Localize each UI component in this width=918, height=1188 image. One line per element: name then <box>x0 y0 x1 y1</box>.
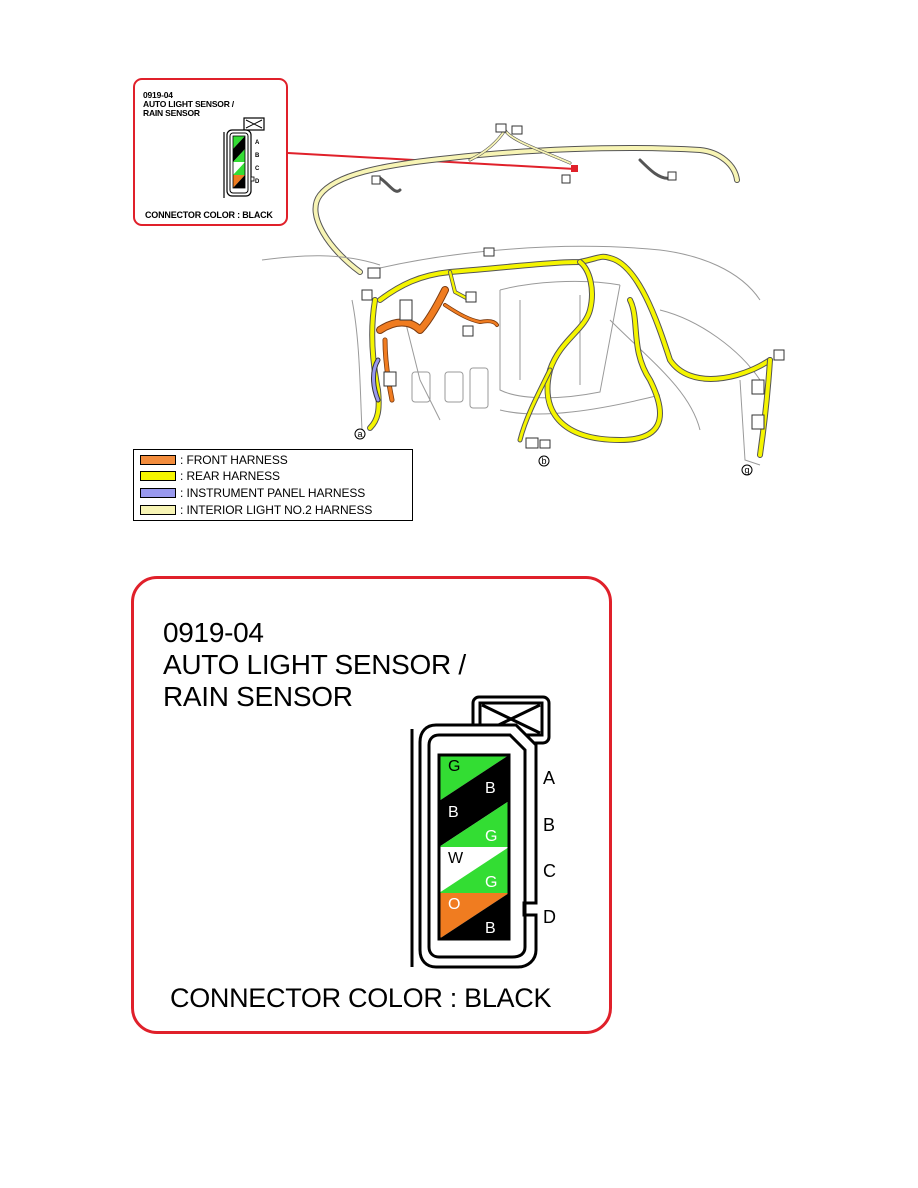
pin-b-bottom-color <box>439 801 509 847</box>
pin-c-letter: C <box>543 861 556 881</box>
marker-g-label: g <box>744 465 749 475</box>
small-connector-code: 0919-04 <box>143 90 173 100</box>
connector-color-label: CONNECTOR COLOR : BLACK <box>170 983 552 1013</box>
pin-c-bottom-color <box>439 847 509 893</box>
pin-c-top-label: W <box>448 850 464 867</box>
legend-item-rear-harness: : REAR HARNESS <box>140 469 280 483</box>
interior-light-harness-swatch <box>140 505 176 515</box>
svg-text:A: A <box>255 140 260 146</box>
connector-name-line1: AUTO LIGHT SENSOR / <box>163 649 466 680</box>
harness-legend: : FRONT HARNESS : REAR HARNESS : INSTRUM… <box>133 449 413 521</box>
connector-code: 0919-04 <box>163 617 264 648</box>
sensor-location-marker <box>571 165 578 172</box>
marker-g <box>741 464 753 476</box>
pin-d-letter: D <box>543 907 556 927</box>
pin-c-bottom-label: G <box>485 874 497 891</box>
marker-b <box>538 455 550 467</box>
pin-a-letter: A <box>543 768 555 788</box>
rear-harness-route <box>367 253 773 458</box>
legend-item-instrument-panel-harness: : INSTRUMENT PANEL HARNESS <box>140 486 365 500</box>
rear-harness-swatch <box>140 471 176 481</box>
connector-position-markers: a b g <box>354 428 753 476</box>
roof-connectors <box>371 123 677 185</box>
legend-item-front-harness: : FRONT HARNESS <box>140 453 288 467</box>
connector-face-diagram: G B B G W G O B A B C D <box>410 695 556 969</box>
interior-light-harness-route <box>312 128 740 275</box>
legend-label: : INTERIOR LIGHT NO.2 HARNESS <box>180 503 373 517</box>
marker-a-label: a <box>357 429 362 439</box>
pin-d-top-label: O <box>448 896 460 913</box>
pin-d-bottom-label: B <box>485 920 496 937</box>
legend-label: : INSTRUMENT PANEL HARNESS <box>180 486 366 500</box>
harness-connectors <box>361 247 785 449</box>
legend-label: : REAR HARNESS <box>180 469 280 483</box>
legend-item-interior-light-harness: : INTERIOR LIGHT NO.2 HARNESS <box>140 503 372 517</box>
legend-label: : FRONT HARNESS <box>180 453 288 467</box>
pin-a-bottom-label: B <box>485 780 496 797</box>
svg-text:D: D <box>255 179 260 185</box>
pin-b-top-label: B <box>448 804 459 821</box>
small-connector-name-line1: AUTO LIGHT SENSOR / <box>143 99 234 109</box>
pin-d-bottom-color <box>439 893 509 939</box>
small-connector-callout: 0919-04 AUTO LIGHT SENSOR / RAIN SENSOR … <box>133 78 288 226</box>
svg-text:C: C <box>255 166 260 172</box>
harness-illustration: a b g <box>261 123 785 476</box>
small-connector-face-diagram: A B C D <box>223 117 265 198</box>
small-connector-color-label: CONNECTOR COLOR : BLACK <box>145 210 273 220</box>
pin-cavity <box>437 753 511 941</box>
marker-b-label: b <box>541 456 546 466</box>
pin-b-letter: B <box>543 815 555 835</box>
pin-a-top-label: G <box>448 758 460 775</box>
pin-b-bottom-label: G <box>485 828 497 845</box>
svg-text:B: B <box>255 153 260 159</box>
pin-a-bottom-color <box>439 755 509 801</box>
connector-detail-callout: 0919-04 AUTO LIGHT SENSOR / RAIN SENSOR <box>131 576 612 1034</box>
front-harness-swatch <box>140 455 176 465</box>
front-harness-route <box>376 286 499 403</box>
instrument-panel-harness-swatch <box>140 488 176 498</box>
dashboard-outline <box>261 245 761 466</box>
small-connector-name-line2: RAIN SENSOR <box>143 108 200 118</box>
marker-a <box>354 428 366 440</box>
instrument-panel-harness-route <box>371 357 381 403</box>
connector-name-line2: RAIN SENSOR <box>163 681 353 712</box>
